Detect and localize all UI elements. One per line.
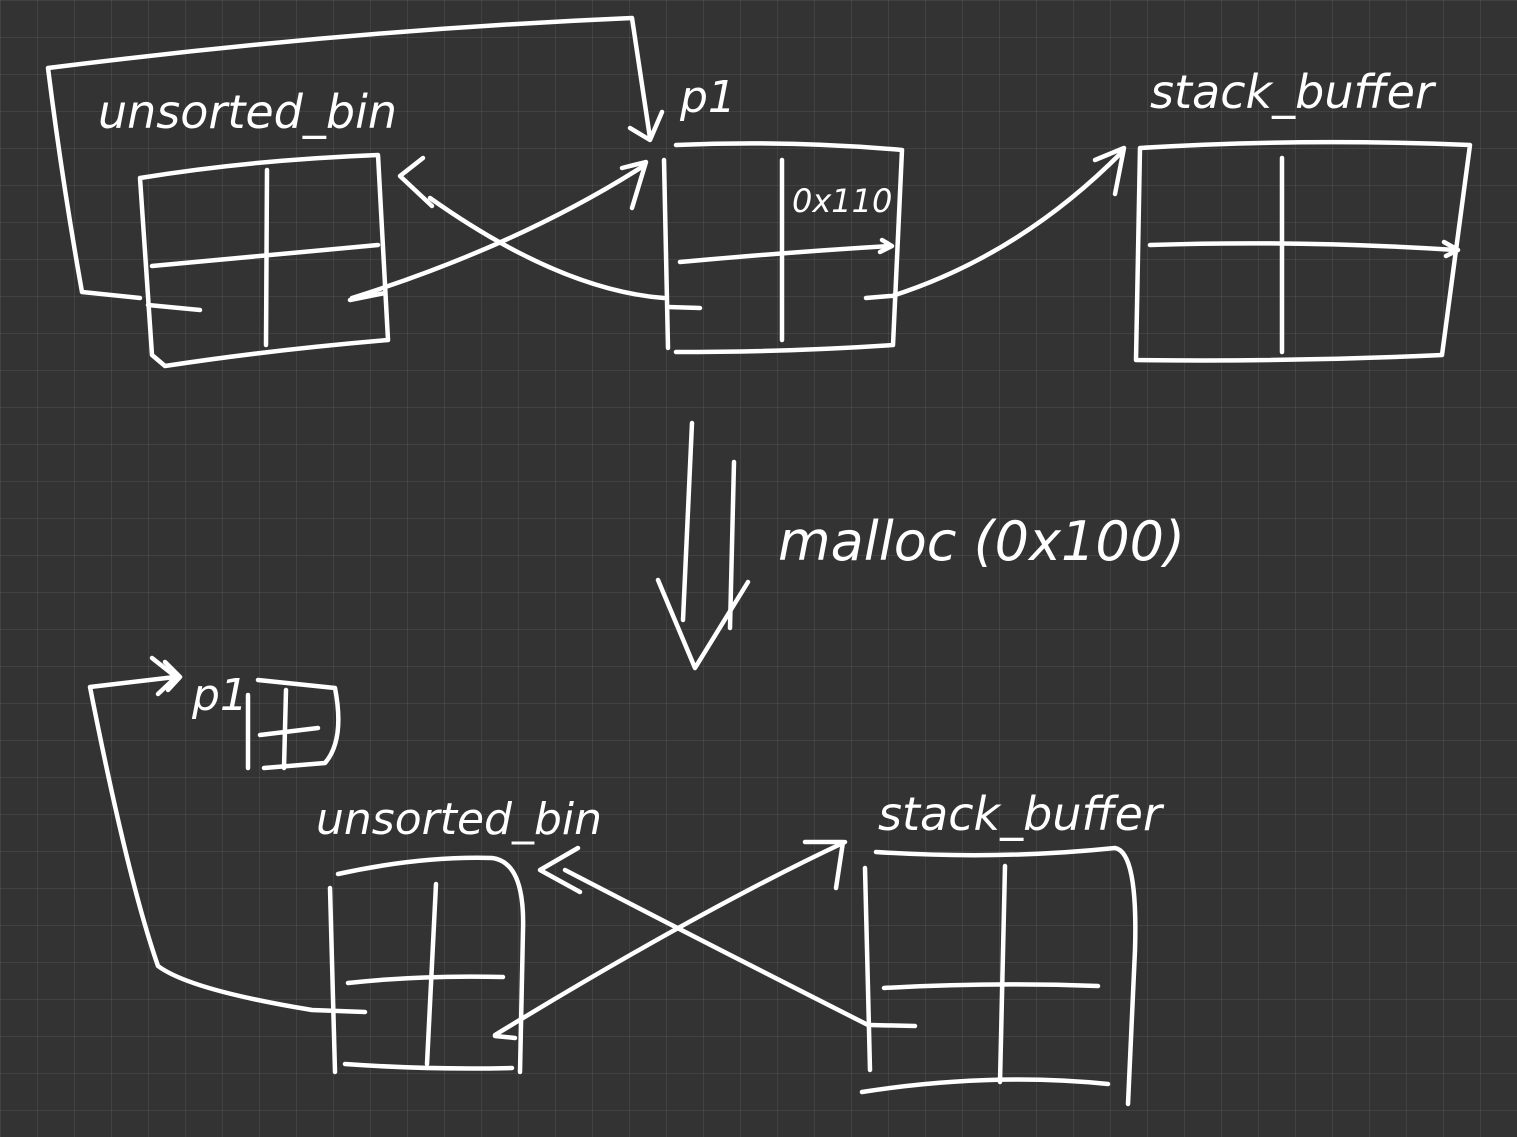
top-stack-buffer-chunk xyxy=(1133,139,1473,363)
malloc-transition: malloc (0x100) xyxy=(655,420,1185,671)
top-loop-arrow xyxy=(45,15,665,301)
top-unsorted-bin-label: unsorted_bin xyxy=(98,85,397,139)
top-p1-size-label: 0x110 xyxy=(792,182,892,220)
top-cross-arrows xyxy=(349,155,667,301)
top-unsorted-bin-chunk xyxy=(137,152,391,369)
top-p1-label: p1 xyxy=(679,72,736,123)
bottom-stack-buffer-label: stack_buffer xyxy=(878,787,1165,841)
top-p1-to-stack-arrow xyxy=(889,145,1127,299)
bottom-p1-chunk xyxy=(245,677,341,771)
bottom-state: p1 unsorted_bin stack_buffer xyxy=(87,655,1165,1107)
bottom-loop-arrow xyxy=(87,655,368,1015)
bottom-stack-buffer-chunk xyxy=(859,845,1138,1107)
bottom-unsorted-bin-chunk xyxy=(327,855,526,1075)
top-p1-chunk xyxy=(661,141,905,355)
top-stack-buffer-label: stack_buffer xyxy=(1150,65,1437,119)
bottom-cross-arrows xyxy=(492,839,871,1038)
malloc-call-label: malloc (0x100) xyxy=(778,510,1185,573)
top-state: unsorted_bin p1 0x110 stack_buffer xyxy=(45,15,1473,369)
bottom-unsorted-bin-label: unsorted_bin xyxy=(316,794,602,845)
bottom-p1-label: p1 xyxy=(191,670,248,721)
